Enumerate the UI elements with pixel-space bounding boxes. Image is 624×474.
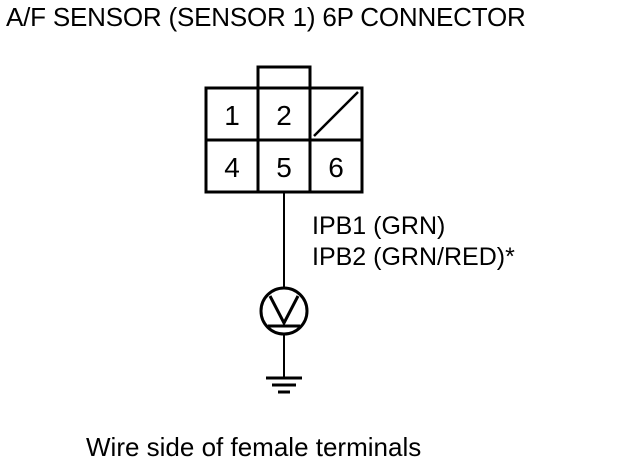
pin-2-label: 2 <box>276 100 292 131</box>
pin-6-label: 6 <box>328 152 344 183</box>
connector-blank-cavity <box>313 91 359 137</box>
ground-icon <box>266 376 302 394</box>
voltmeter-icon <box>259 286 309 336</box>
pin-5-label: 5 <box>276 152 292 183</box>
wire-label-ipb1: IPB1 (GRN) <box>312 212 446 240</box>
diagram-title: A/F SENSOR (SENSOR 1) 6P CONNECTOR <box>6 2 526 32</box>
pin-4-label: 4 <box>224 152 240 183</box>
wire-label-ipb2: IPB2 (GRN/RED)* <box>312 243 515 271</box>
connector-lock-tab <box>256 65 312 90</box>
pin-1-label: 1 <box>224 100 240 131</box>
diagram-caption: Wire side of female terminals <box>86 432 422 462</box>
